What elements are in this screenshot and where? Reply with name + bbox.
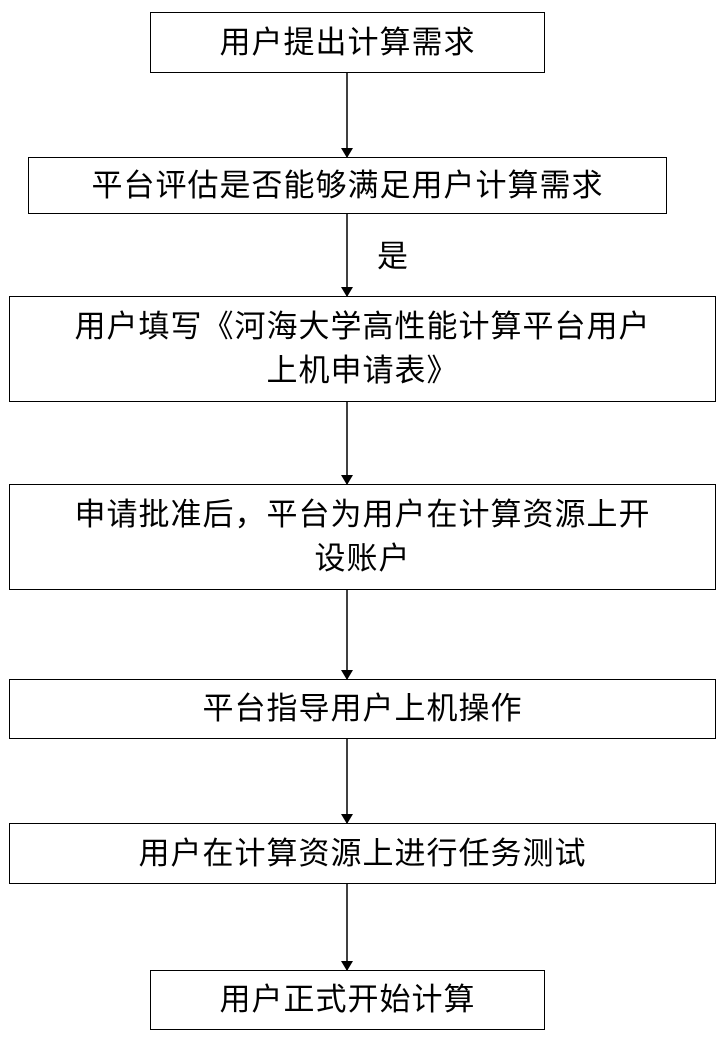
step-1-text: 用户提出计算需求 (219, 24, 476, 61)
step-3-fill-application: 用户填写《河海大学高性能计算平台用户 上机申请表》 (9, 296, 716, 402)
step-6-task-testing: 用户在计算资源上进行任务测试 (9, 823, 716, 884)
step-4-text-line-2: 设账户 (314, 541, 411, 577)
step-1-submit-request: 用户提出计算需求 (150, 12, 545, 73)
step-3-text-line-1: 用户填写《河海大学高性能计算平台用户 (74, 309, 651, 345)
edge-label-yes: 是 (377, 239, 408, 275)
step-2-platform-evaluation: 平台评估是否能够满足用户计算需求 (28, 157, 667, 214)
step-7-text: 用户正式开始计算 (219, 982, 476, 1018)
step-4-text-line-1: 申请批准后，平台为用户在计算资源上开 (74, 497, 651, 533)
step-3-text-line-2: 上机申请表》 (266, 353, 459, 389)
step-5-guide-operation: 平台指导用户上机操作 (9, 679, 716, 739)
step-7-start-computing: 用户正式开始计算 (150, 970, 545, 1030)
step-2-text: 平台评估是否能够满足用户计算需求 (91, 167, 604, 204)
step-4-open-account: 申请批准后，平台为用户在计算资源上开 设账户 (9, 484, 716, 590)
step-6-text: 用户在计算资源上进行任务测试 (138, 835, 587, 872)
step-5-text: 平台指导用户上机操作 (202, 691, 523, 727)
